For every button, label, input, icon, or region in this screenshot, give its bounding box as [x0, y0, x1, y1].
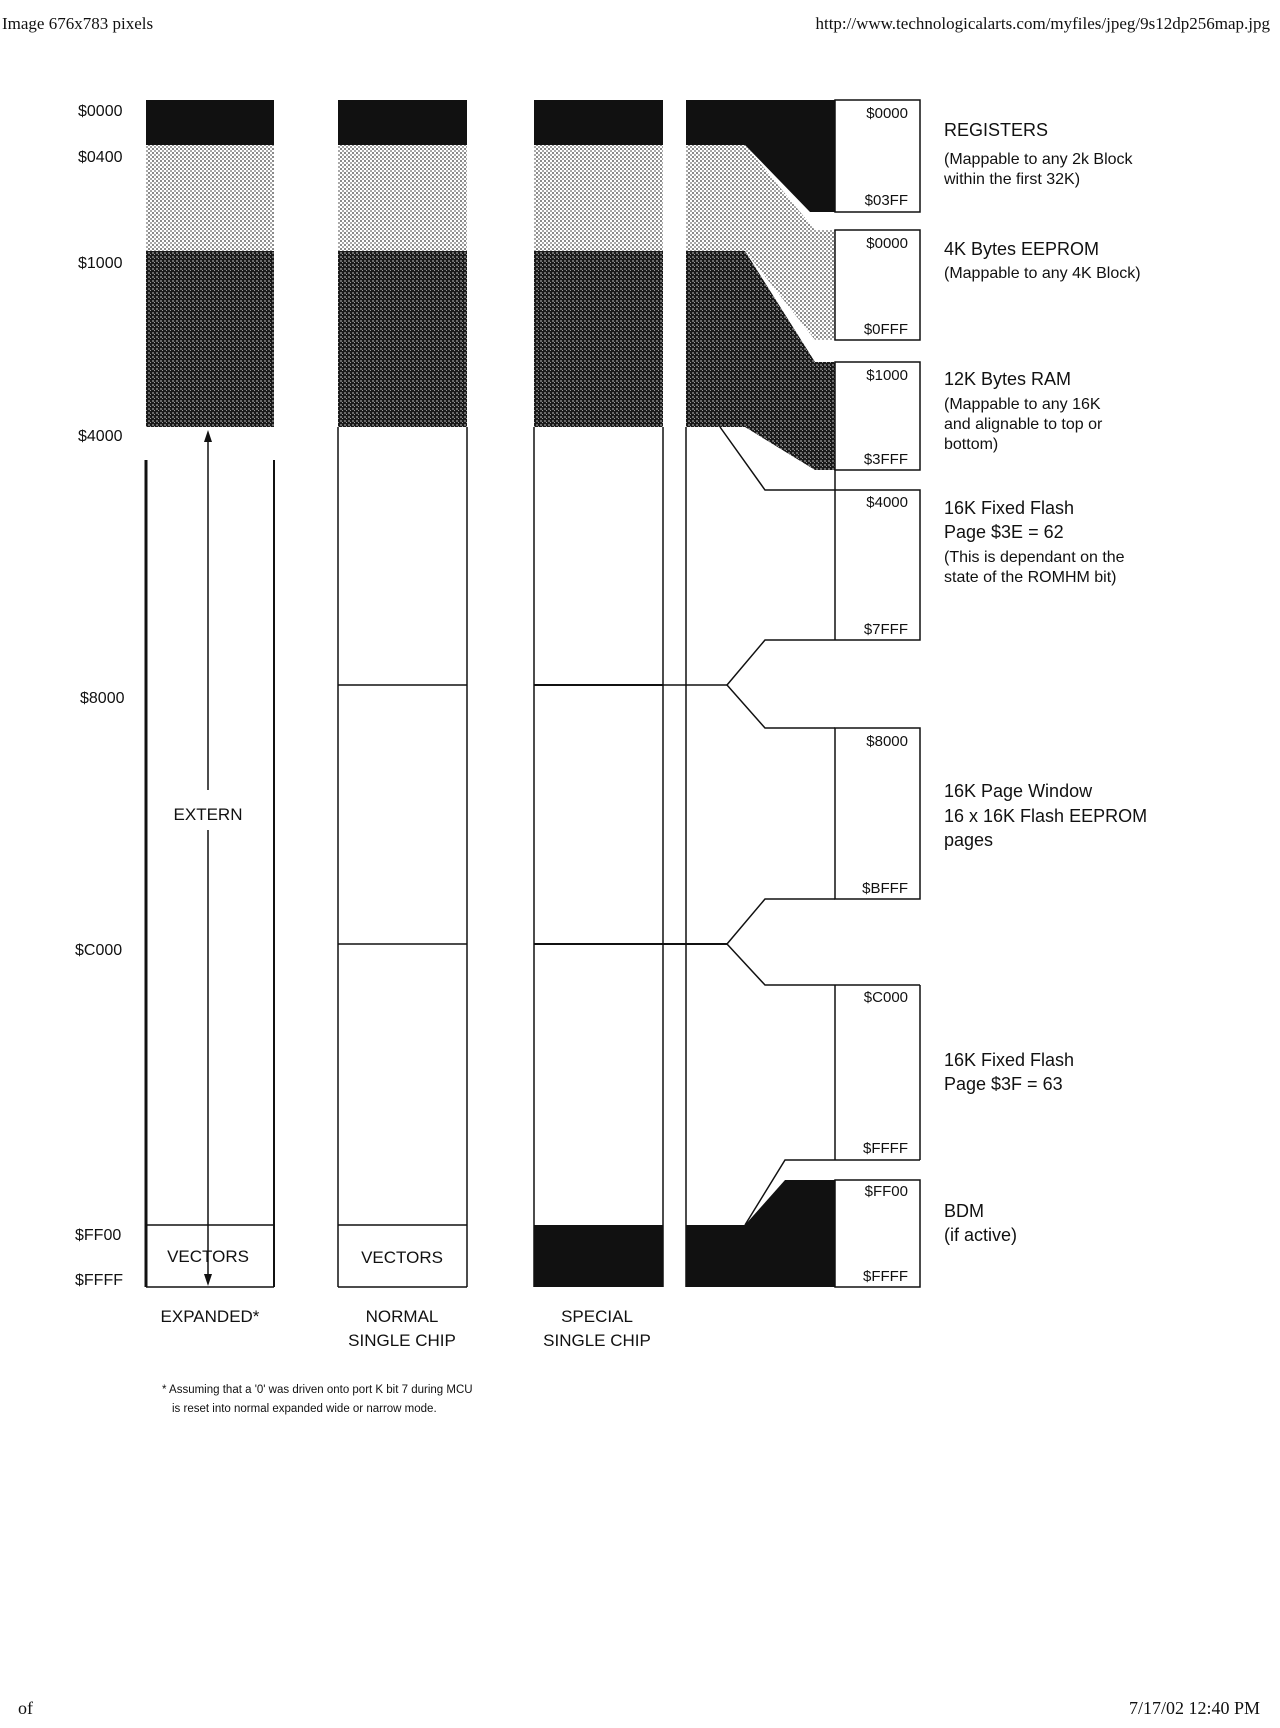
special-column-label-line2: SINGLE CHIP — [543, 1331, 651, 1350]
eeprom-block — [745, 145, 835, 340]
page-window-desc-line2: pages — [944, 830, 993, 850]
registers-block — [745, 100, 835, 212]
bdm-title: BDM — [944, 1201, 984, 1221]
bdm-desc-line1: (if active) — [944, 1225, 1017, 1245]
normal-column-label-line1: NORMAL — [366, 1307, 439, 1326]
footnote-line2: is reset into normal expanded wide or na… — [172, 1403, 437, 1415]
registers-desc-line2: within the first 32K) — [943, 171, 1080, 188]
page-window-box — [834, 727, 921, 900]
header-left-text: Image 676x783 pixels — [2, 14, 154, 33]
column-normal-single-chip: VECTORS — [337, 100, 468, 1288]
special-eeprom-block — [534, 145, 663, 251]
fixed-flash-c000-start-address: $C000 — [864, 989, 908, 1006]
addr-label-c000: $C000 — [75, 942, 122, 959]
block-descriptions: REGISTERS (Mappable to any 2k Block with… — [943, 120, 1147, 1245]
fixed-flash-c000-title: 16K Fixed Flash — [944, 1050, 1074, 1070]
addr-label-ff00: $FF00 — [75, 1227, 121, 1244]
fixed-flash-4000-start-address: $4000 — [866, 494, 908, 511]
special-bdm-block — [534, 1225, 663, 1287]
fixed-flash-c000-desc-line1: Page $3F = 63 — [944, 1074, 1063, 1094]
footnote: * Assuming that a '0' was driven onto po… — [162, 1384, 473, 1415]
box-address-labels: $0000 $03FF $0000 $0FFF $1000 $3FFF $400… — [862, 105, 908, 1285]
ram-box — [834, 361, 921, 471]
column-special-single-chip — [533, 100, 664, 1287]
normal-column-label-line2: SINGLE CHIP — [348, 1331, 456, 1350]
addr-label-ffff: $FFFF — [75, 1272, 123, 1289]
registers-desc-line1: (Mappable to any 2k Block — [944, 151, 1134, 168]
eeprom-end-address: $0FFF — [864, 321, 908, 338]
column-expanded: EXTERN VECTORS — [144, 100, 275, 1288]
bdm-start-address: $FF00 — [865, 1183, 908, 1200]
fixed-flash-c000-end-address: $FFFF — [863, 1140, 908, 1157]
arrow-up-icon — [204, 430, 212, 442]
expanded-column-label: EXPANDED* — [161, 1307, 260, 1326]
addr-label-4000: $4000 — [78, 428, 123, 445]
arrow-down-icon — [204, 1274, 212, 1286]
eeprom-desc-line1: (Mappable to any 4K Block) — [944, 265, 1141, 282]
footer-page-text: of — [18, 1698, 33, 1718]
addr-label-1000: $1000 — [78, 255, 123, 272]
bdm-block — [745, 1180, 835, 1287]
registers-end-address: $03FF — [865, 192, 908, 209]
header-url-text: http://www.technologicalarts.com/myfiles… — [815, 14, 1270, 33]
eeprom-box — [834, 229, 921, 341]
special-column-label-line1: SPECIAL — [561, 1307, 633, 1326]
expanded-vectors-label: VECTORS — [167, 1247, 249, 1266]
eeprom-start-address: $0000 — [866, 235, 908, 252]
addr-label-8000: $8000 — [80, 690, 125, 707]
normal-vectors-label: VECTORS — [361, 1248, 443, 1267]
registers-start-address: $0000 — [866, 105, 908, 122]
addr-label-0000: $0000 — [78, 103, 123, 120]
page-window-title: 16K Page Window — [944, 781, 1093, 801]
page-window-desc-line1: 16 x 16K Flash EEPROM — [944, 806, 1147, 826]
special-ram-block — [534, 251, 663, 427]
left-address-labels: $0000 $0400 $1000 $4000 $8000 $C000 $FF0… — [75, 103, 125, 1289]
normal-registers-block — [338, 100, 467, 145]
ram-desc-line1: (Mappable to any 16K — [944, 396, 1101, 413]
normal-ram-block — [338, 251, 467, 427]
registers-box — [834, 99, 921, 213]
addr-label-0400: $0400 — [78, 149, 123, 166]
extern-label: EXTERN — [174, 805, 243, 824]
footer-timestamp: 7/17/02 12:40 PM — [1128, 1698, 1260, 1718]
expanded-eeprom-block — [146, 145, 274, 251]
bdm-end-address: $FFFF — [863, 1268, 908, 1285]
ram-end-address: $3FFF — [864, 451, 908, 468]
registers-title: REGISTERS — [944, 120, 1048, 140]
eeprom-title: 4K Bytes EEPROM — [944, 239, 1099, 259]
footnote-line1: * Assuming that a '0' was driven onto po… — [162, 1384, 473, 1396]
ram-desc-line3: bottom) — [944, 436, 998, 453]
fixed-flash-4000-desc-line3: state of the ROMHM bit) — [944, 569, 1117, 586]
page-window-end-address: $BFFF — [862, 880, 908, 897]
fixed-flash-4000-box — [835, 489, 921, 641]
column-labels: EXPANDED* NORMAL SINGLE CHIP SPECIAL SIN… — [161, 1307, 651, 1350]
normal-eeprom-block — [338, 145, 467, 251]
fixed-flash-4000-desc-line2: (This is dependant on the — [944, 549, 1125, 566]
expanded-registers-block — [146, 100, 274, 145]
expanded-ram-block — [146, 251, 274, 427]
ram-desc-line2: and alignable to top or — [944, 416, 1103, 433]
ram-title: 12K Bytes RAM — [944, 369, 1071, 389]
fixed-flash-4000-title: 16K Fixed Flash — [944, 498, 1074, 518]
column-breakdown — [663, 99, 921, 1288]
bdm-box — [834, 1179, 921, 1288]
fixed-flash-4000-desc-line1: Page $3E = 62 — [944, 522, 1064, 542]
page-window-start-address: $8000 — [866, 733, 908, 750]
fixed-flash-4000-end-address: $7FFF — [864, 621, 908, 638]
ram-block — [745, 251, 835, 470]
special-registers-block — [534, 100, 663, 145]
ram-start-address: $1000 — [866, 367, 908, 384]
